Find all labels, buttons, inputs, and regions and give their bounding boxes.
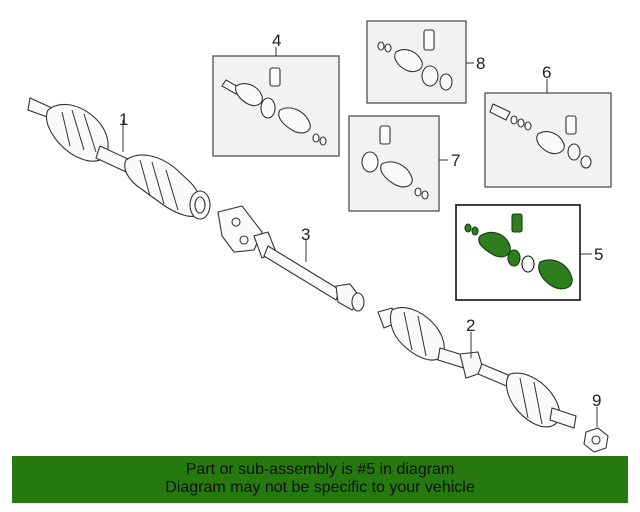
box-boot-kit-7[interactable] bbox=[348, 115, 440, 212]
info-banner: Part or sub-assembly is #5 in diagram Di… bbox=[12, 456, 628, 503]
banner-line-1: Part or sub-assembly is #5 in diagram bbox=[185, 461, 455, 478]
callout-8: 8 bbox=[476, 54, 485, 73]
box-outer-joint-kit[interactable] bbox=[212, 55, 340, 157]
callout-6: 6 bbox=[542, 63, 551, 82]
axle-shaft-left[interactable] bbox=[27, 97, 211, 220]
axle-shaft-right[interactable] bbox=[377, 307, 577, 429]
callout-7: 7 bbox=[451, 151, 460, 170]
callout-5: 5 bbox=[594, 245, 603, 264]
axle-nut[interactable] bbox=[583, 427, 609, 453]
callout-1: 1 bbox=[119, 110, 128, 129]
intermediate-shaft[interactable] bbox=[217, 205, 365, 312]
box-inner-joint-boot-kit-5[interactable] bbox=[455, 204, 581, 301]
box-inner-joint-kit-6[interactable] bbox=[484, 92, 612, 188]
box-boot-kit-8[interactable] bbox=[366, 20, 467, 104]
callout-4: 4 bbox=[272, 31, 281, 50]
parts-diagram: 1 2 3 4 5 6 7 8 9 bbox=[27, 20, 612, 453]
banner-line-2: Diagram may not be specific to your vehi… bbox=[165, 479, 475, 496]
leader-lines bbox=[122, 47, 598, 427]
callout-2: 2 bbox=[466, 316, 475, 335]
callout-9: 9 bbox=[592, 391, 601, 410]
callout-3: 3 bbox=[301, 225, 310, 244]
